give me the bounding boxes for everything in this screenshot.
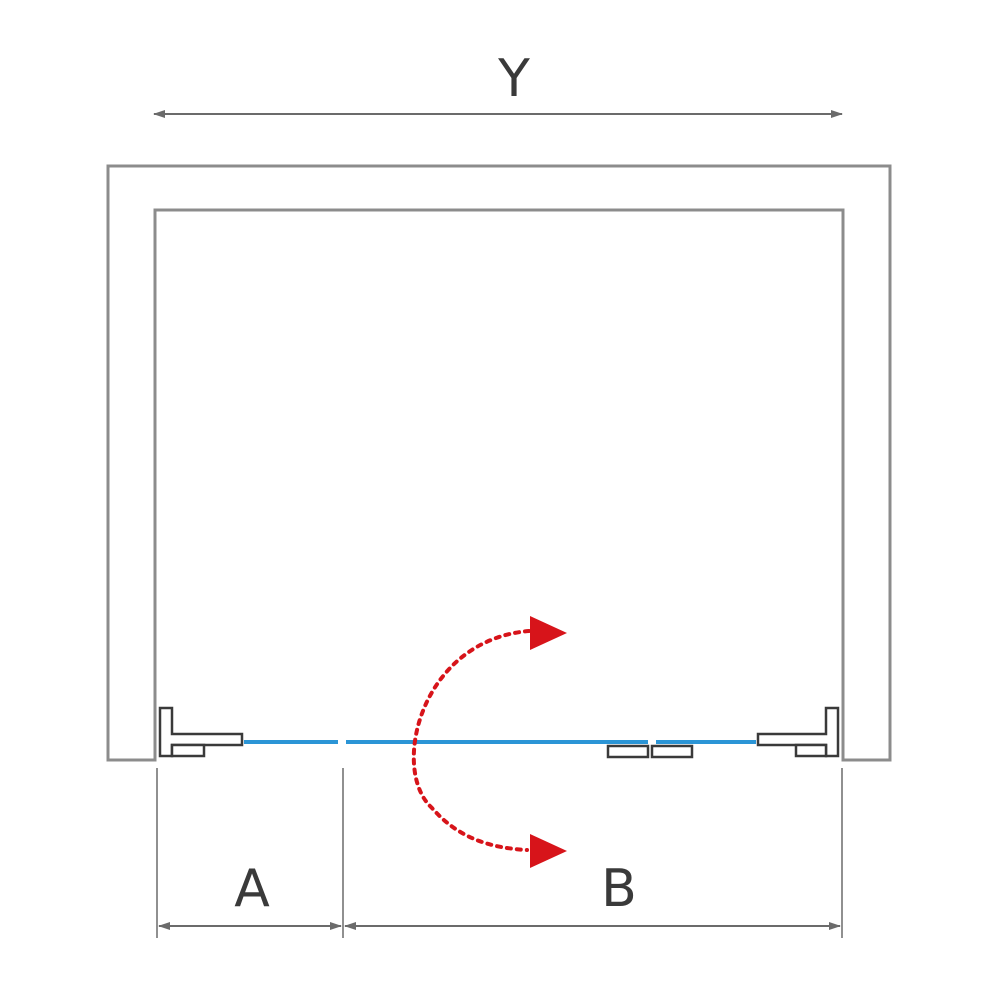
swing-arrow-outward-icon [530, 616, 567, 650]
dimension-b-label: B [601, 859, 637, 919]
swing-arc [411, 629, 531, 852]
dimension-a-label: A [234, 859, 270, 919]
dimension-a: A [158, 859, 342, 930]
right-wall-profile [756, 706, 840, 758]
swing-direction-arrows [411, 616, 567, 868]
left-wall-profile [158, 706, 244, 758]
dimension-y-label: Y [497, 49, 530, 109]
wall-outline [106, 164, 892, 762]
swing-arrow-inward-icon [530, 834, 567, 868]
door-handle [606, 744, 694, 759]
dimension-y: Y [153, 49, 843, 118]
dimension-b: B [344, 859, 841, 930]
